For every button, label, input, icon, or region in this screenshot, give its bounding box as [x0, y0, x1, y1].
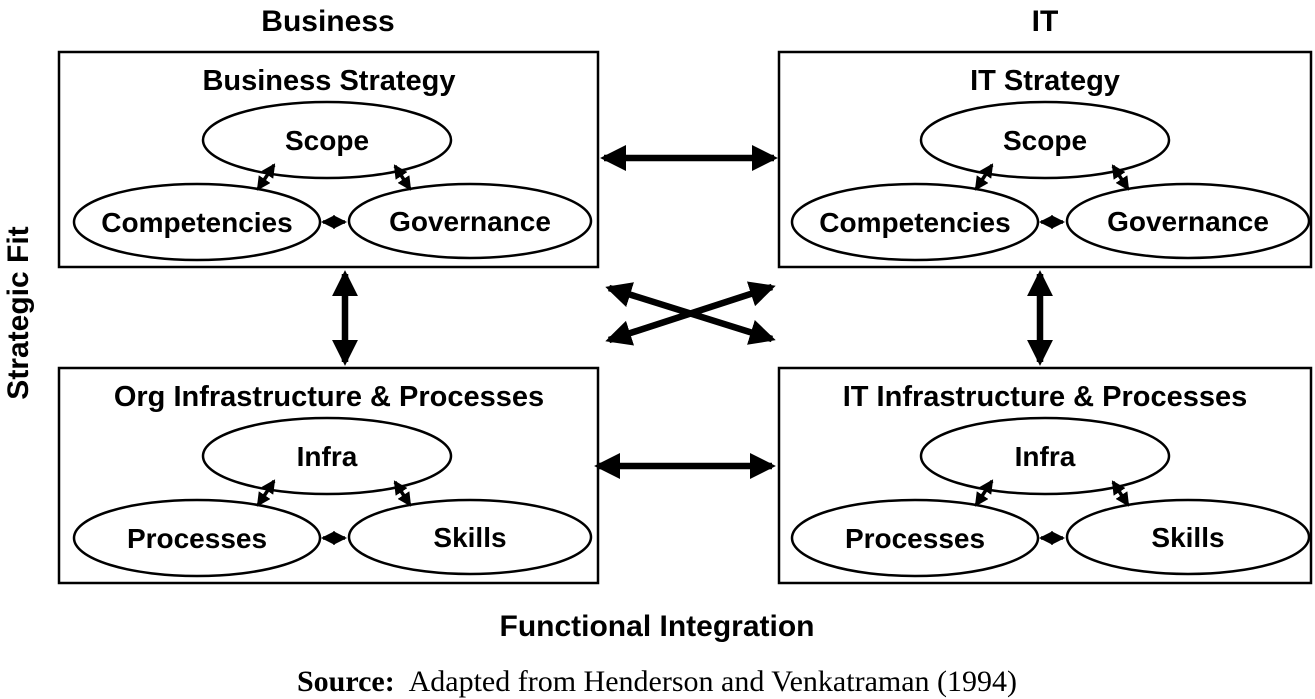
ellipse-label-competencies: Competencies	[101, 207, 292, 238]
column-label-business: Business	[261, 5, 394, 38]
ellipse-skills	[347, 498, 593, 576]
axis-label-functional-integration: Functional Integration	[500, 610, 815, 643]
ellipse-scope	[919, 100, 1171, 180]
ellipse-label-processes: Processes	[127, 523, 267, 554]
arrow-infra-skills	[1111, 480, 1130, 507]
ellipse-processes	[72, 498, 322, 578]
quadrant-business-strategy: Business Strategy Scope Competencies Gov…	[57, 50, 600, 269]
ellipse-label-scope: Scope	[285, 125, 369, 156]
quadrant-title: Org Infrastructure & Processes	[114, 381, 544, 413]
arrow-scope-governance	[393, 164, 412, 191]
ellipse-label-skills: Skills	[433, 522, 506, 553]
quadrant-title: IT Infrastructure & Processes	[843, 381, 1248, 413]
ellipse-label-skills: Skills	[1151, 522, 1224, 553]
quadrant-it-infrastructure: IT Infrastructure & Processes Infra Proc…	[777, 366, 1313, 585]
quadrant-box	[777, 50, 1313, 269]
ellipse-infra	[201, 416, 453, 496]
ellipse-skills	[1065, 498, 1311, 576]
ellipse-governance	[1065, 182, 1311, 260]
ellipse-scope	[201, 100, 453, 180]
quadrant-box	[57, 50, 600, 269]
ellipse-infra	[919, 416, 1171, 496]
quadrant-title: IT Strategy	[970, 65, 1120, 97]
ellipse-label-governance: Governance	[1107, 206, 1269, 237]
arrow-cross-org-infrastructure-it-strategy	[605, 281, 776, 346]
axis-label-strategic-fit: Strategic Fit	[2, 226, 35, 399]
arrow-infra-processes	[256, 479, 276, 507]
ellipse-governance	[347, 182, 593, 260]
source-caption-text: Adapted from Henderson and Venkatraman (…	[409, 665, 1017, 698]
arrow-infra-processes	[974, 479, 994, 507]
quadrant-box	[777, 366, 1313, 585]
ellipse-label-scope: Scope	[1003, 125, 1087, 156]
ellipse-processes	[790, 498, 1040, 578]
arrow-scope-competencies	[256, 163, 276, 191]
ellipse-label-governance: Governance	[389, 206, 551, 237]
ellipse-label-infra: Infra	[297, 441, 358, 472]
quadrant-it-strategy: IT Strategy Scope Competencies Governanc…	[777, 50, 1313, 269]
ellipse-label-competencies: Competencies	[819, 207, 1010, 238]
column-label-it: IT	[1032, 5, 1059, 38]
quadrant-title: Business Strategy	[202, 65, 455, 97]
arrow-scope-competencies	[974, 163, 994, 191]
ellipse-label-infra: Infra	[1015, 441, 1076, 472]
source-caption-prefix: Source:	[297, 665, 395, 698]
quadrant-org-infrastructure: Org Infrastructure & Processes Infra Pro…	[57, 366, 600, 585]
ellipse-competencies	[790, 182, 1040, 262]
ellipse-label-processes: Processes	[845, 523, 985, 554]
ellipse-competencies	[72, 182, 322, 262]
source-caption: Source: Adapted from Henderson and Venka…	[297, 665, 1017, 698]
arrow-infra-skills	[393, 480, 412, 507]
arrow-scope-governance	[1111, 164, 1130, 191]
quadrant-box	[57, 366, 600, 585]
